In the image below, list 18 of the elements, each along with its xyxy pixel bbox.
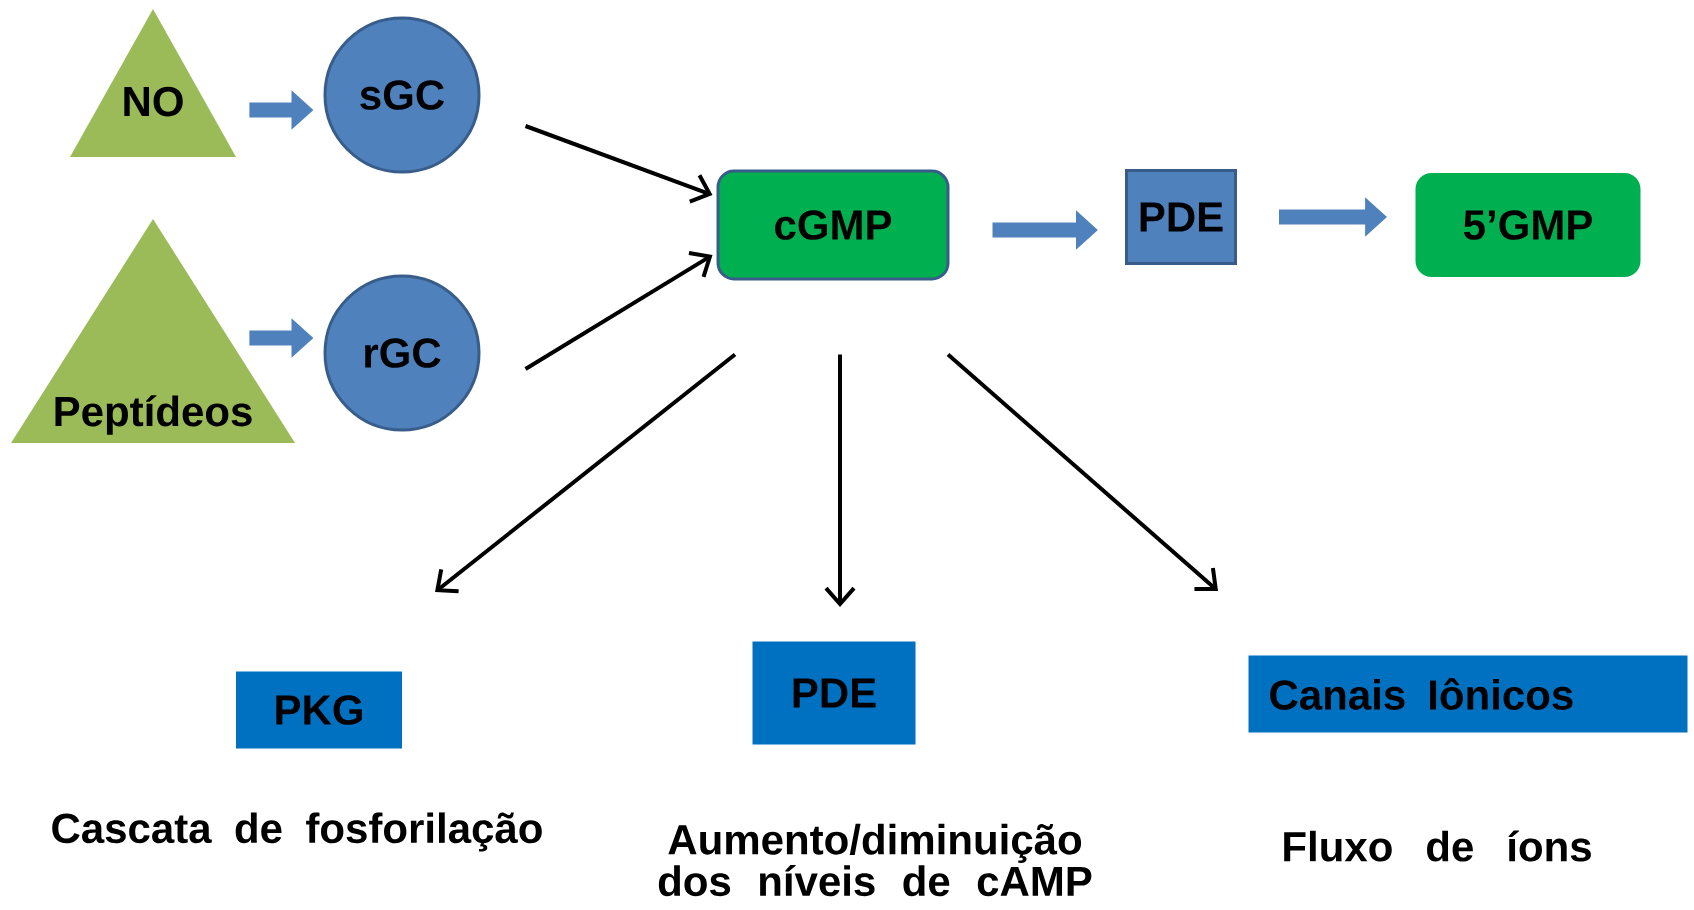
rounded-box: cGMP — [716, 169, 950, 281]
arrow — [524, 251, 713, 371]
box: Canais Iônicos — [1248, 655, 1688, 733]
circle-node: rGC — [323, 274, 481, 432]
caption-text: Aumento/diminuição dos níveis de cAMP — [658, 823, 1092, 897]
caption-text: Fluxo de íons — [1284, 830, 1591, 862]
box: PKG — [236, 671, 402, 749]
arrow — [524, 124, 713, 204]
triangle-node: NO — [70, 9, 236, 157]
box: PDE — [1125, 169, 1237, 265]
arrow — [946, 353, 1218, 592]
arrow — [435, 352, 737, 594]
circle-node: sGC — [323, 16, 481, 174]
rounded-box: 5’GMP — [1415, 173, 1641, 277]
arrow — [824, 354, 856, 608]
box: PDE — [752, 641, 916, 745]
caption-text: Cascata de fosforilação — [52, 812, 542, 852]
triangle-node: Peptídeos — [11, 219, 295, 443]
